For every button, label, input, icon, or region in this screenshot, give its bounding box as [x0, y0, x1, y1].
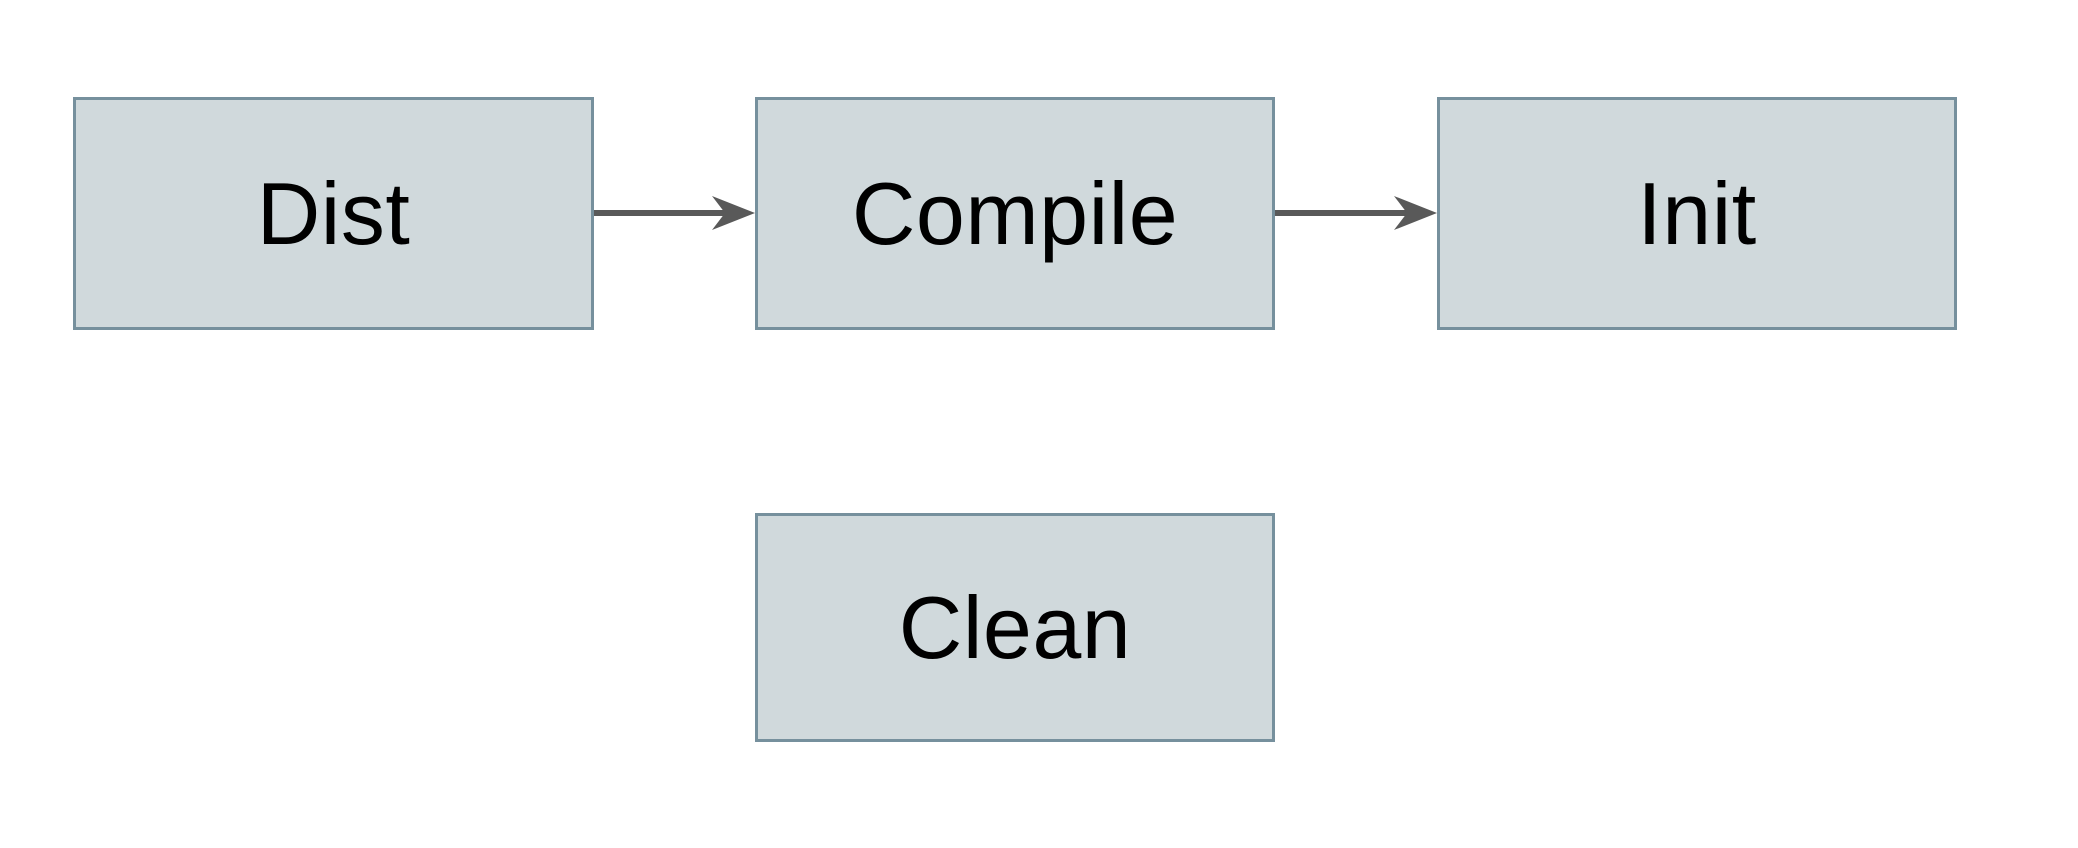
- arrow-compile-to-init: [1275, 196, 1437, 230]
- node-init[interactable]: Init: [1437, 97, 1957, 330]
- arrow-dist-to-compile: [594, 196, 755, 230]
- node-clean[interactable]: Clean: [755, 513, 1275, 742]
- arrowhead-icon: [712, 196, 755, 230]
- node-dist[interactable]: Dist: [73, 97, 594, 330]
- node-clean-label: Clean: [898, 577, 1132, 677]
- node-init-label: Init: [1637, 163, 1757, 263]
- node-compile[interactable]: Compile: [755, 97, 1275, 330]
- node-dist-label: Dist: [256, 163, 411, 263]
- arrowhead-icon: [1394, 196, 1437, 230]
- node-compile-label: Compile: [851, 163, 1179, 263]
